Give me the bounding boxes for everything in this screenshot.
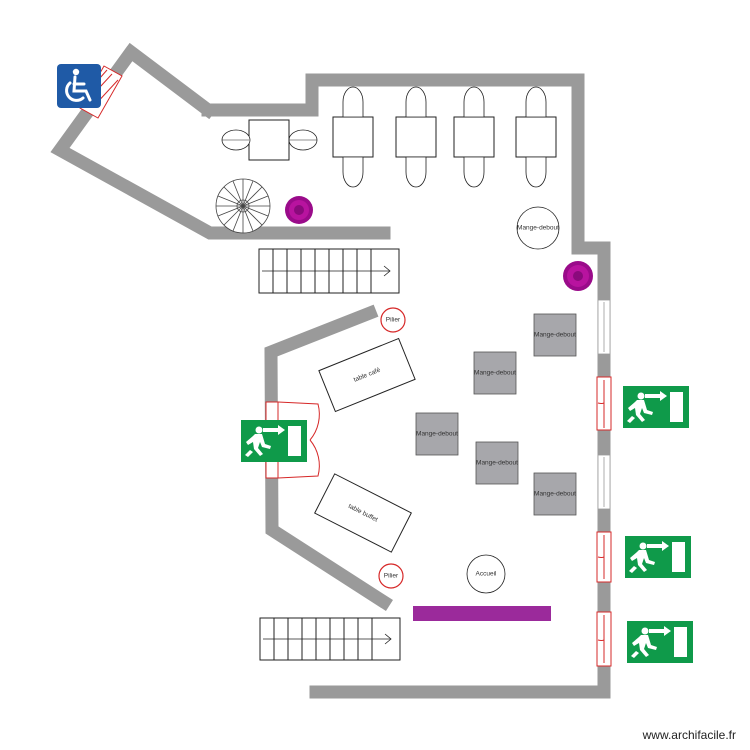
mange-debout-1[interactable]: Mange-debout <box>533 313 577 357</box>
table-top-3[interactable] <box>395 86 437 188</box>
mange-debout-round-label: Mange-debout <box>517 225 559 232</box>
mange-debout-5-label: Mange-debout <box>534 491 576 498</box>
accessibility-sign <box>57 64 101 108</box>
pilier-top: Pilier <box>380 307 406 333</box>
table-cafe[interactable]: table café <box>318 337 416 413</box>
wheelchair-icon <box>65 68 92 102</box>
emergency-exit-sign-right-3 <box>627 621 693 663</box>
mange-debout-2-label: Mange-debout <box>474 370 516 377</box>
table-top-1[interactable] <box>221 119 318 161</box>
counter-bar <box>413 606 551 621</box>
emergency-exit-icon <box>625 536 691 578</box>
credit-watermark[interactable]: www.archifacile.fr <box>642 728 736 742</box>
accueil[interactable]: Accueil <box>466 554 506 594</box>
plant-right <box>563 261 593 291</box>
staircase-bottom <box>259 617 401 661</box>
emergency-exit-sign-left <box>241 420 307 462</box>
emergency-exit-icon <box>623 386 689 428</box>
table-top-4[interactable] <box>453 86 495 188</box>
door-right-1[interactable] <box>596 376 612 431</box>
mange-debout-4[interactable]: Mange-debout <box>475 441 519 485</box>
mange-debout-round[interactable]: Mange-debout <box>516 206 560 250</box>
spiral-staircase <box>215 178 271 234</box>
table-buffet[interactable]: table buffet <box>314 473 412 553</box>
emergency-exit-icon <box>627 621 693 663</box>
mange-debout-2[interactable]: Mange-debout <box>473 351 517 395</box>
staircase-top <box>258 248 400 294</box>
table-top-2[interactable] <box>332 86 374 188</box>
wall-upper-left <box>50 42 391 240</box>
pilier-bottom: Pilier <box>378 563 404 589</box>
door-right-2[interactable] <box>596 531 612 583</box>
emergency-exit-sign-right-2 <box>625 536 691 578</box>
door-right-3[interactable] <box>596 611 612 667</box>
plant-top <box>285 196 313 224</box>
mange-debout-3[interactable]: Mange-debout <box>415 412 459 456</box>
emergency-exit-sign-right-1 <box>623 386 689 428</box>
emergency-exit-icon <box>241 420 307 462</box>
pilier-bottom-label: Pilier <box>384 573 399 580</box>
mange-debout-5[interactable]: Mange-debout <box>533 472 577 516</box>
accueil-label: Accueil <box>476 571 498 578</box>
table-top-5[interactable] <box>515 86 557 188</box>
pilier-top-label: Pilier <box>386 317 401 324</box>
mange-debout-3-label: Mange-debout <box>416 431 458 438</box>
mange-debout-1-label: Mange-debout <box>534 332 576 339</box>
mange-debout-4-label: Mange-debout <box>476 460 518 467</box>
